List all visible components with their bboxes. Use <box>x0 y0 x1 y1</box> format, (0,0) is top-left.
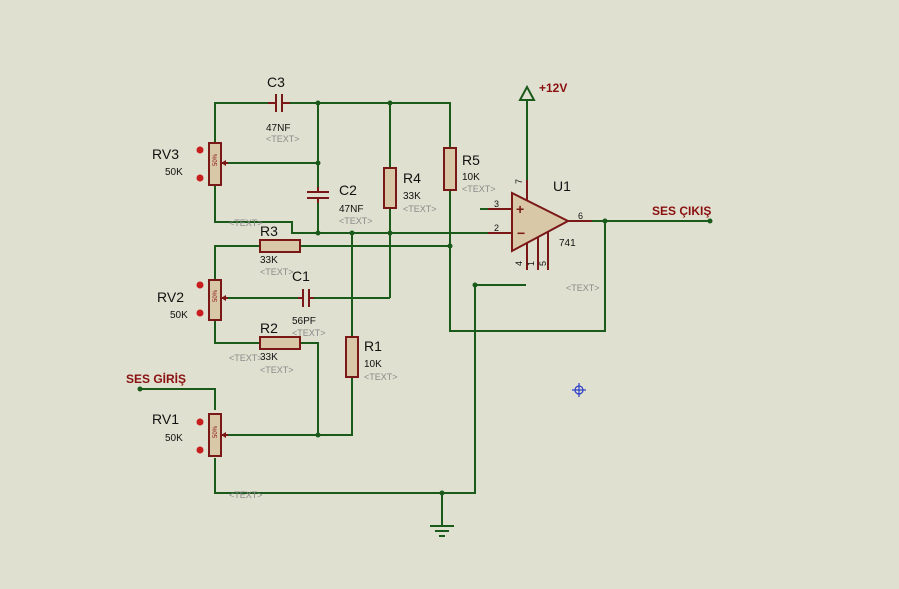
r1-value: 10K <box>364 359 382 370</box>
u1-text: <TEXT> <box>566 283 600 293</box>
u1-inv-sign: − <box>517 225 525 241</box>
capacitor-c2[interactable]: C2 47NF <TEXT> <box>307 182 373 226</box>
ground-symbol[interactable] <box>430 525 454 537</box>
rv3-value: 50K <box>165 167 183 178</box>
c3-text: <TEXT> <box>266 134 300 144</box>
r1-ref: R1 <box>364 338 382 354</box>
rv2-text: <TEXT> <box>229 353 263 363</box>
r2-text: <TEXT> <box>260 365 294 375</box>
r3-ref: R3 <box>260 223 278 239</box>
rv2-ref: RV2 <box>157 289 184 305</box>
resistor-r5[interactable]: R5 10K <TEXT> <box>443 147 496 194</box>
rv1-ref: RV1 <box>152 411 179 427</box>
u1-pin-1: 1 <box>526 261 536 266</box>
c2-value: 47NF <box>339 204 363 215</box>
u1-pin-3: 3 <box>494 199 499 209</box>
opamp-u1[interactable]: + − 3 2 6 7 4 1 5 U1 741 <TEXT> <box>488 178 600 293</box>
r2-value: 33K <box>260 352 278 363</box>
u1-noninv-sign: + <box>516 201 524 217</box>
rv2-value: 50K <box>170 310 188 321</box>
resistor-r4[interactable]: R4 33K <TEXT> <box>383 167 437 214</box>
c1-ref: C1 <box>292 268 310 284</box>
rv1-text: <TEXT> <box>229 490 263 500</box>
r5-value: 10K <box>462 172 480 183</box>
capacitor-c1[interactable]: C1 56PF <TEXT> <box>292 268 326 338</box>
r5-ref: R5 <box>462 152 480 168</box>
r4-text: <TEXT> <box>403 204 437 214</box>
rv3-ref: RV3 <box>152 146 179 162</box>
r4-ref: R4 <box>403 170 421 186</box>
r3-text: <TEXT> <box>260 267 294 277</box>
c1-value: 56PF <box>292 316 316 327</box>
output-net-label: SES ÇIKIŞ <box>652 204 711 218</box>
rv1-wiper: 50% <box>213 425 219 438</box>
power-terminal-12v[interactable]: +12V <box>518 81 567 101</box>
rv1-value: 50K <box>165 433 183 444</box>
u1-ref: U1 <box>553 178 571 194</box>
rv2-wiper: 50% <box>213 289 219 302</box>
resistor-r2[interactable]: R2 33K <TEXT> <box>259 320 301 375</box>
resistor-r3[interactable]: R3 33K <TEXT> <box>259 223 301 277</box>
c1-text: <TEXT> <box>292 328 326 338</box>
c2-text: <TEXT> <box>339 216 373 226</box>
c3-ref: C3 <box>267 74 285 90</box>
u1-pin-5: 5 <box>538 261 548 266</box>
junctions <box>137 100 713 496</box>
u1-pin-4: 4 <box>514 261 524 266</box>
u1-pin-7: 7 <box>514 179 524 184</box>
rv3-text: <TEXT> <box>229 218 263 228</box>
c3-value: 47NF <box>266 123 290 134</box>
r3-value: 33K <box>260 255 278 266</box>
u1-pin-6: 6 <box>578 211 583 221</box>
capacitor-c3[interactable]: C3 47NF <TEXT> <box>266 74 300 144</box>
r4-value: 33K <box>403 191 421 202</box>
u1-pin-2: 2 <box>494 223 499 233</box>
resistor-r1[interactable]: R1 10K <TEXT> <box>345 336 398 382</box>
r1-text: <TEXT> <box>364 372 398 382</box>
potentiometer-rv1[interactable]: 50% RV1 50K <TEXT> <box>152 411 263 500</box>
u1-value: 741 <box>559 238 576 249</box>
rv3-wiper: 50% <box>213 153 219 166</box>
potentiometer-rv2[interactable]: 50% RV2 50K <TEXT> <box>157 279 263 363</box>
r5-text: <TEXT> <box>462 184 496 194</box>
c2-ref: C2 <box>339 182 357 198</box>
supply-label: +12V <box>539 81 567 95</box>
r2-ref: R2 <box>260 320 278 336</box>
potentiometer-rv3[interactable]: 50% RV3 50K <TEXT> <box>152 142 263 228</box>
crosshair-cursor-icon <box>572 383 586 397</box>
input-net-label: SES GİRİŞ <box>126 371 186 386</box>
